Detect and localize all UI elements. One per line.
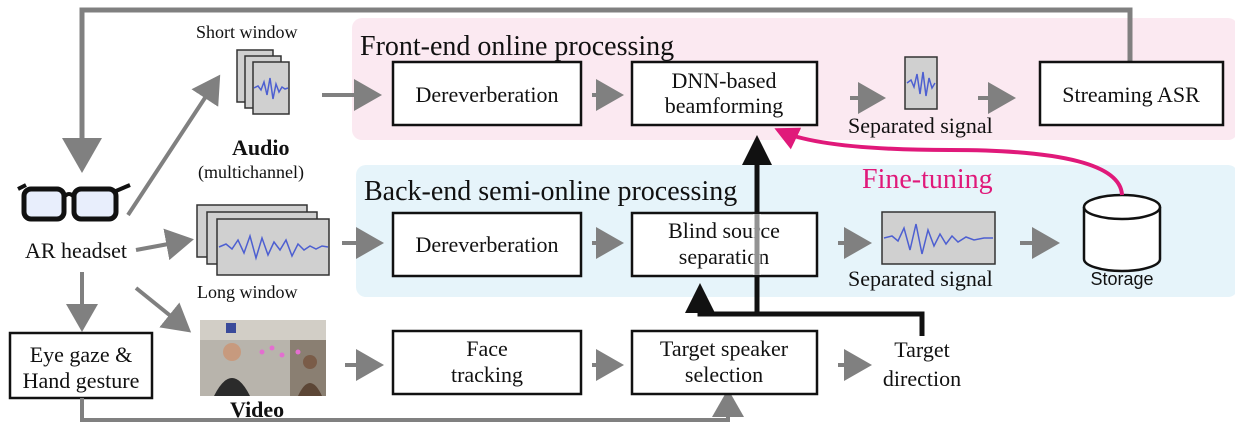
bss-box — [630, 211, 819, 278]
eye-gaze-line2: Hand gesture — [23, 368, 140, 393]
streaming-asr-label: Streaming ASR — [1062, 82, 1200, 107]
eye-gaze-line1: Eye gaze & — [30, 342, 133, 367]
tss-box — [630, 329, 819, 396]
long-window-waveforms — [196, 204, 330, 276]
frontend-separated-label: Separated signal — [848, 113, 993, 138]
asr-feedback-line — [62, 7, 1133, 173]
storage-label: Storage — [1090, 269, 1153, 289]
long-window-label: Long window — [197, 282, 298, 302]
face-tracking-line1: Face — [466, 336, 508, 361]
dnn-beamforming-line2: beamforming — [665, 93, 784, 118]
face-tracking-box — [391, 329, 583, 396]
glasses-icon — [17, 183, 131, 222]
backend-separated-label: Separated signal — [848, 266, 993, 291]
audio-sub-label: (multichannel) — [198, 162, 304, 183]
backend-dereverberation-label: Dereverberation — [416, 232, 559, 257]
bss-line1: Blind source — [668, 218, 780, 243]
eyegaze-to-tss-arrow — [80, 389, 744, 422]
tss-line1: Target speaker — [660, 336, 789, 361]
dnn-beamforming-box — [630, 60, 819, 127]
audio-label: Audio — [232, 135, 289, 160]
ar-headset-label: AR headset — [25, 238, 127, 263]
target-direction-line1: Target — [894, 337, 949, 362]
frontend-title: Front-end online processing — [360, 31, 674, 62]
storage-icon — [1082, 193, 1162, 273]
tss-line2: selection — [685, 362, 763, 387]
face-tracking-line2: tracking — [451, 362, 523, 387]
frontend-separated-waveform — [904, 56, 938, 110]
headset-to-video-arrow — [134, 286, 192, 333]
bss-overlay-gap — [753, 214, 761, 275]
fine-tuning-label: Fine-tuning — [862, 164, 993, 195]
headset-to-long-window-arrow — [135, 228, 194, 261]
video-frame — [200, 320, 326, 396]
frontend-dereverberation-label: Dereverberation — [416, 82, 559, 107]
backend-title: Back-end semi-online processing — [364, 176, 737, 207]
headset-to-short-window-arrow — [126, 74, 221, 217]
target-direction-feed-line — [685, 283, 925, 336]
backend-separated-waveform — [881, 211, 996, 265]
streaming-asr-box — [1038, 60, 1225, 127]
frontend-dereverberation-box — [391, 60, 583, 127]
video-label: Video — [230, 397, 284, 422]
dnn-beamforming-line1: DNN-based — [671, 68, 776, 93]
target-direction-line2: direction — [883, 366, 961, 391]
short-window-label: Short window — [196, 22, 298, 42]
fine-tuning-arrow — [774, 127, 1124, 196]
backend-dereverberation-box — [391, 211, 583, 278]
short-window-waveforms — [236, 49, 290, 115]
